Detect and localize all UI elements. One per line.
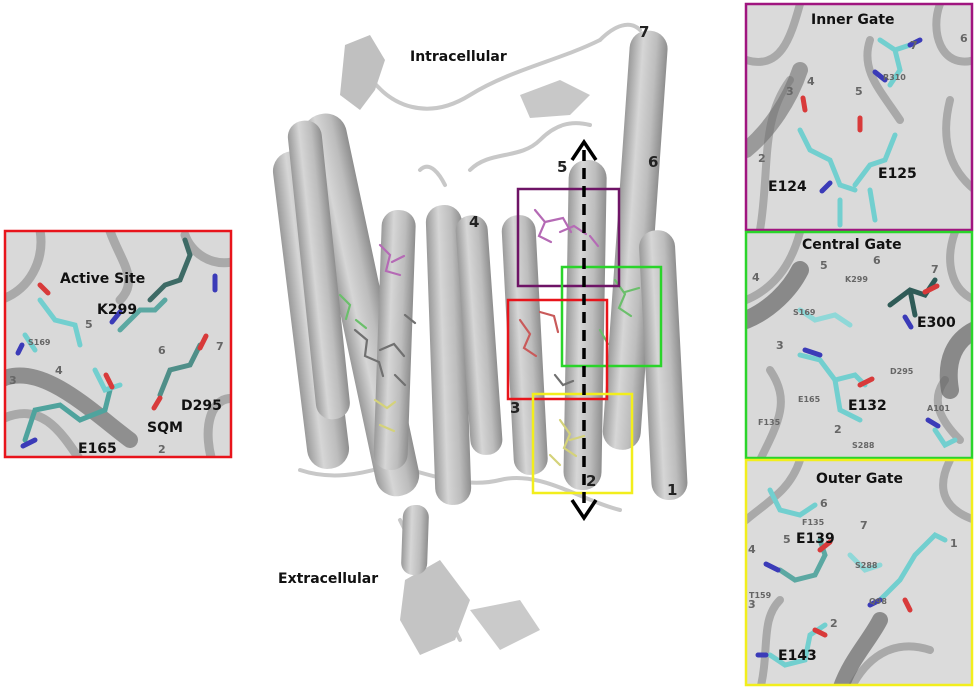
outer-helix-5: 5 [783, 533, 791, 546]
outer-helix-1: 1 [950, 537, 958, 550]
inner-gate-panel: Inner Gate E124 E125 R310 2 3 4 5 6 7 [744, 2, 974, 232]
outer-gate-title: Outer Gate [816, 471, 903, 487]
residue-e132: E132 [848, 398, 887, 414]
central-e165-small: E165 [798, 395, 821, 404]
outer-helix-3: 3 [748, 598, 756, 611]
inner-gate-region-box [516, 187, 621, 288]
helix-label-2: 2 [586, 472, 596, 490]
residue-s169-small: S169 [28, 338, 51, 347]
helix-label-3: 3 [510, 399, 520, 417]
helix-3-small: 3 [9, 374, 17, 387]
central-helix-3: 3 [776, 339, 784, 352]
active-site-title: Active Site [60, 271, 145, 287]
central-s288-small: S288 [852, 441, 875, 450]
residue-d295: D295 [181, 398, 222, 414]
central-f135-small: F135 [758, 418, 781, 427]
residue-e139: E139 [796, 531, 835, 547]
residue-e125: E125 [878, 166, 917, 182]
helix-4-small: 4 [55, 364, 63, 377]
helix-label-1: 1 [667, 481, 677, 499]
central-gate-panel: Central Gate E300 E132 K299 S169 D295 E1… [744, 230, 974, 460]
inner-gate-title: Inner Gate [811, 12, 895, 28]
intracellular-label: Intracellular [410, 49, 507, 65]
residue-r310-small: R310 [883, 73, 906, 82]
central-helix-6: 6 [873, 254, 881, 267]
residue-e300: E300 [917, 315, 956, 331]
inner-helix-3: 3 [786, 85, 794, 98]
central-gate-title: Central Gate [802, 237, 902, 253]
extracellular-label: Extracellular [278, 571, 378, 587]
active-site-region-box [506, 298, 609, 401]
helix-label-4: 4 [469, 213, 479, 231]
inner-helix-6: 6 [960, 32, 968, 45]
helix-cylinders [272, 30, 688, 576]
helix-label-7: 7 [639, 23, 649, 41]
protein-structure: Intracellular Extracellular 1 2 3 4 5 6 … [272, 22, 688, 655]
outer-helix-6: 6 [820, 497, 828, 510]
helix-label-5: 5 [557, 158, 567, 176]
outer-f135-small: F135 [802, 518, 825, 527]
residue-e143: E143 [778, 648, 817, 664]
transport-axis-arrow [570, 138, 598, 522]
outer-helix-7: 7 [860, 519, 868, 532]
central-helix-5: 5 [820, 259, 828, 272]
central-helix-7: 7 [931, 263, 939, 276]
helix-7-small: 7 [216, 340, 224, 353]
central-s169-small: S169 [793, 308, 816, 317]
inner-helix-5: 5 [855, 85, 863, 98]
inner-helix-7: 7 [910, 39, 918, 52]
central-helix-4: 4 [752, 271, 760, 284]
central-gate-region-box [560, 265, 663, 368]
central-a101-small: A101 [927, 404, 950, 413]
outer-gate-panel: Outer Gate E139 E143 F135 S288 Q98 T159 … [744, 458, 974, 687]
active-site-panel: Active Site K299 D295 E165 SQM S169 3 4 … [3, 229, 233, 459]
residue-e124: E124 [768, 179, 807, 195]
helix-label-6: 6 [648, 153, 658, 171]
ligand-sqm: SQM [147, 420, 183, 436]
residue-k299: K299 [97, 302, 137, 318]
helix-6-small: 6 [158, 344, 166, 357]
outer-helix-4: 4 [748, 543, 756, 556]
helix-5-small: 5 [85, 318, 93, 331]
central-d295-small: D295 [890, 367, 914, 376]
central-k299-small: K299 [845, 275, 868, 284]
central-helix-2: 2 [834, 423, 842, 436]
outer-s288-small: S288 [855, 561, 878, 570]
outer-t159-small: T159 [749, 591, 772, 600]
helix-2-small: 2 [158, 443, 166, 456]
outer-q98-small: Q98 [869, 597, 887, 606]
outer-helix-2: 2 [830, 617, 838, 630]
inner-helix-4: 4 [807, 75, 815, 88]
residue-e165: E165 [78, 441, 117, 457]
inner-helix-2: 2 [758, 152, 766, 165]
